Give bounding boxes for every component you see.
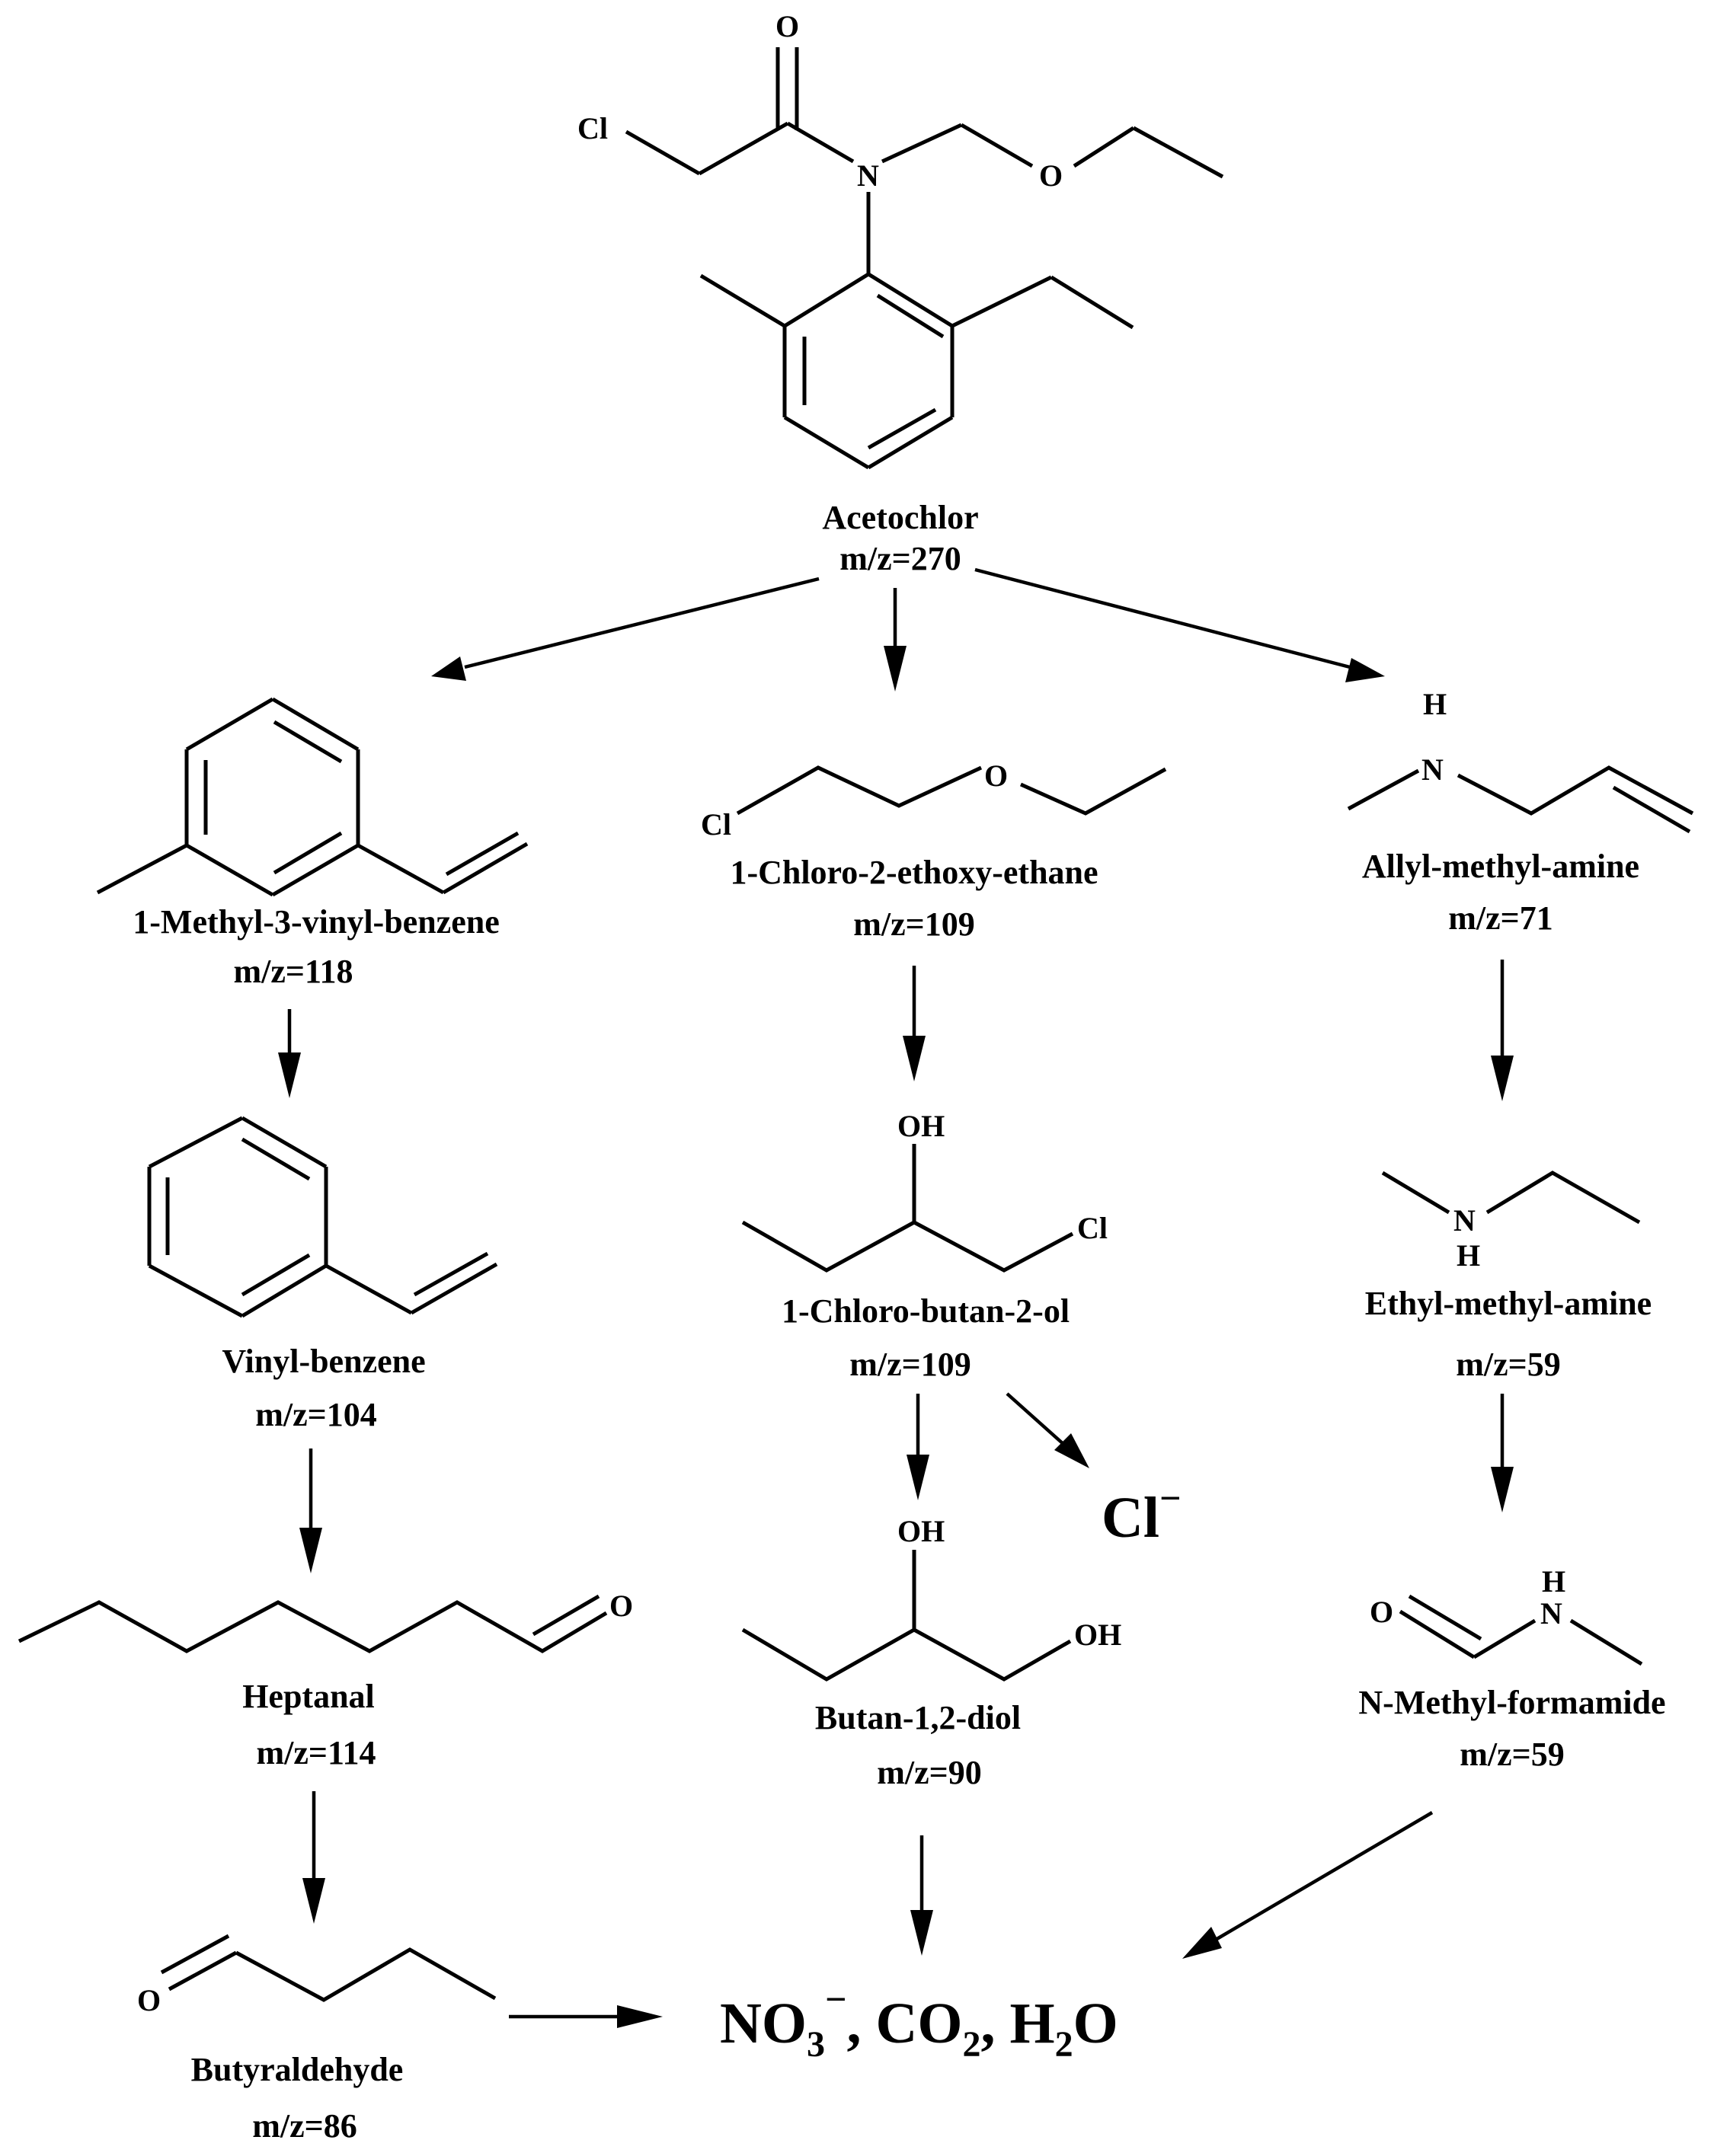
butanediol-hydroxyl-2: OH xyxy=(1074,1618,1121,1652)
nmethylformamide-oxygen: O xyxy=(1370,1595,1393,1629)
acetochlor-nitrogen: N xyxy=(857,158,879,193)
ethylmethylamine-name: Ethyl-methyl-amine xyxy=(1365,1285,1652,1322)
final-products-formula: NO3−, CO2, H2O xyxy=(720,1978,1118,2065)
allylmethylamine-structure: H N Allyl-methyl-amine m/z=71 xyxy=(1347,687,1694,937)
nitrate-base: NO xyxy=(720,1992,807,2055)
ethylmethylamine-mz: m/z=59 xyxy=(1456,1346,1560,1383)
butanediol-name: Butan-1,2-diol xyxy=(815,1699,1021,1736)
chloroethoxyethane-mz: m/z=109 xyxy=(853,906,974,943)
methylvinylbenzene-structure: 1-Methyl-3-vinyl-benzene m/z=118 xyxy=(96,697,529,990)
chloride-byproduct: Cl − xyxy=(1102,1477,1182,1550)
chloroethoxyethane-oxygen: O xyxy=(984,759,1008,793)
arrow-butanediol-to-final xyxy=(910,1835,933,1956)
nmethylformamide-nitrogen: N xyxy=(1540,1596,1562,1631)
arrow-acetochlor-to-methylvinylbenzene xyxy=(431,577,820,681)
ethylmethylamine-structure: N H Ethyl-methyl-amine m/z=59 xyxy=(1365,1171,1652,1383)
butyraldehyde-oxygen: O xyxy=(137,1983,161,2017)
butanediol-mz: m/z=90 xyxy=(877,1754,981,1791)
allylmethylamine-mz: m/z=71 xyxy=(1448,899,1553,937)
vinylbenzene-mz: m/z=104 xyxy=(255,1396,376,1433)
arrows xyxy=(278,567,1514,2028)
allylmethylamine-hydrogen: H xyxy=(1423,687,1447,721)
allylmethylamine-name: Allyl-methyl-amine xyxy=(1362,848,1639,885)
chlorobutanol-name: 1-Chloro-butan-2-ol xyxy=(782,1292,1070,1330)
nitrate-charge: − xyxy=(825,1978,847,2020)
ethylmethylamine-nitrogen: N xyxy=(1453,1203,1476,1238)
water-base-2: O xyxy=(1073,1992,1118,2055)
acetochlor-mz: m/z=270 xyxy=(839,540,961,577)
methylvinylbenzene-name: 1-Methyl-3-vinyl-benzene xyxy=(133,903,499,941)
arrow-nmethylformamide-to-final xyxy=(1182,1811,1434,1959)
chlorobutanol-cl-atom: Cl xyxy=(1077,1211,1108,1245)
butyraldehyde-mz: m/z=86 xyxy=(252,2107,357,2145)
ethylmethylamine-hydrogen: H xyxy=(1457,1238,1480,1273)
nmethylformamide-structure: O H N N-Methyl-formamide m/z=59 xyxy=(1358,1564,1665,1773)
nitrate-subscript: 3 xyxy=(807,2024,825,2065)
nmethylformamide-mz: m/z=59 xyxy=(1460,1736,1564,1773)
butyraldehyde-name: Butyraldehyde xyxy=(191,2051,404,2088)
chloride-charge: − xyxy=(1159,1477,1182,1519)
separator-1: , xyxy=(847,1992,876,2055)
acetochlor-structure: Cl O N O Acetochlor m/z=270 xyxy=(577,9,1224,577)
arrow-allylmethylamine-to-ethylmethylamine xyxy=(1491,960,1514,1101)
arrow-vinylbenzene-to-heptanal xyxy=(299,1449,322,1573)
water-subscript: 2 xyxy=(1055,2024,1073,2065)
heptanal-structure: O Heptanal m/z=114 xyxy=(18,1589,633,1771)
acetochlor-carbonyl-oxygen: O xyxy=(775,9,799,43)
arrow-acetochlor-to-chloroethoxyethane xyxy=(884,588,907,692)
acetochlor-name: Acetochlor xyxy=(822,499,978,536)
arrow-chlorobutanol-to-chloride xyxy=(1006,1392,1089,1468)
chlorobutanol-mz: m/z=109 xyxy=(849,1346,971,1383)
separator-2: , xyxy=(981,1992,1010,2055)
arrow-ethylmethylamine-to-nmethylformamide xyxy=(1491,1394,1514,1512)
co2-subscript: 2 xyxy=(963,2024,981,2065)
acetochlor-ether-oxygen: O xyxy=(1039,158,1063,193)
heptanal-oxygen: O xyxy=(609,1589,633,1623)
chloroethoxyethane-name: 1-Chloro-2-ethoxy-ethane xyxy=(730,854,1098,891)
butanediol-structure: OH OH Butan-1,2-diol m/z=90 xyxy=(741,1514,1121,1791)
vinylbenzene-structure: Vinyl-benzene m/z=104 xyxy=(147,1116,498,1433)
arrow-butyraldehyde-to-final xyxy=(509,2005,663,2028)
co2-base: CO xyxy=(876,1992,963,2055)
allylmethylamine-nitrogen: N xyxy=(1421,752,1444,787)
chlorobutanol-structure: OH Cl 1-Chloro-butan-2-ol m/z=109 xyxy=(741,1109,1108,1383)
heptanal-mz: m/z=114 xyxy=(256,1734,376,1771)
arrow-methylvinylbenzene-to-vinylbenzene xyxy=(278,1009,301,1098)
arrow-heptanal-to-butyraldehyde xyxy=(302,1791,325,1924)
heptanal-name: Heptanal xyxy=(242,1678,375,1715)
butanediol-hydroxyl-1: OH xyxy=(897,1514,945,1548)
chloroethoxyethane-structure: Cl O 1-Chloro-2-ethoxy-ethane m/z=109 xyxy=(701,759,1167,943)
chloride-symbol: Cl xyxy=(1102,1486,1159,1550)
butyraldehyde-structure: O Butyraldehyde m/z=86 xyxy=(137,1934,497,2145)
vinylbenzene-name: Vinyl-benzene xyxy=(222,1343,425,1380)
nmethylformamide-name: N-Methyl-formamide xyxy=(1358,1684,1665,1721)
arrow-chloroethoxyethane-to-chlorobutanol xyxy=(903,966,926,1081)
arrow-acetochlor-to-allylmethylamine xyxy=(974,567,1385,682)
arrow-chlorobutanol-to-butanediol xyxy=(907,1394,929,1500)
chlorobutanol-hydroxyl: OH xyxy=(897,1109,945,1143)
methylvinylbenzene-mz: m/z=118 xyxy=(233,953,353,990)
water-base-1: H xyxy=(1010,1992,1055,2055)
nmethylformamide-hydrogen: H xyxy=(1542,1564,1565,1599)
acetochlor-cl-atom: Cl xyxy=(577,111,608,145)
chloroethoxyethane-cl-atom: Cl xyxy=(701,807,731,842)
final-products: NO3−, CO2, H2O xyxy=(720,1978,1118,2065)
